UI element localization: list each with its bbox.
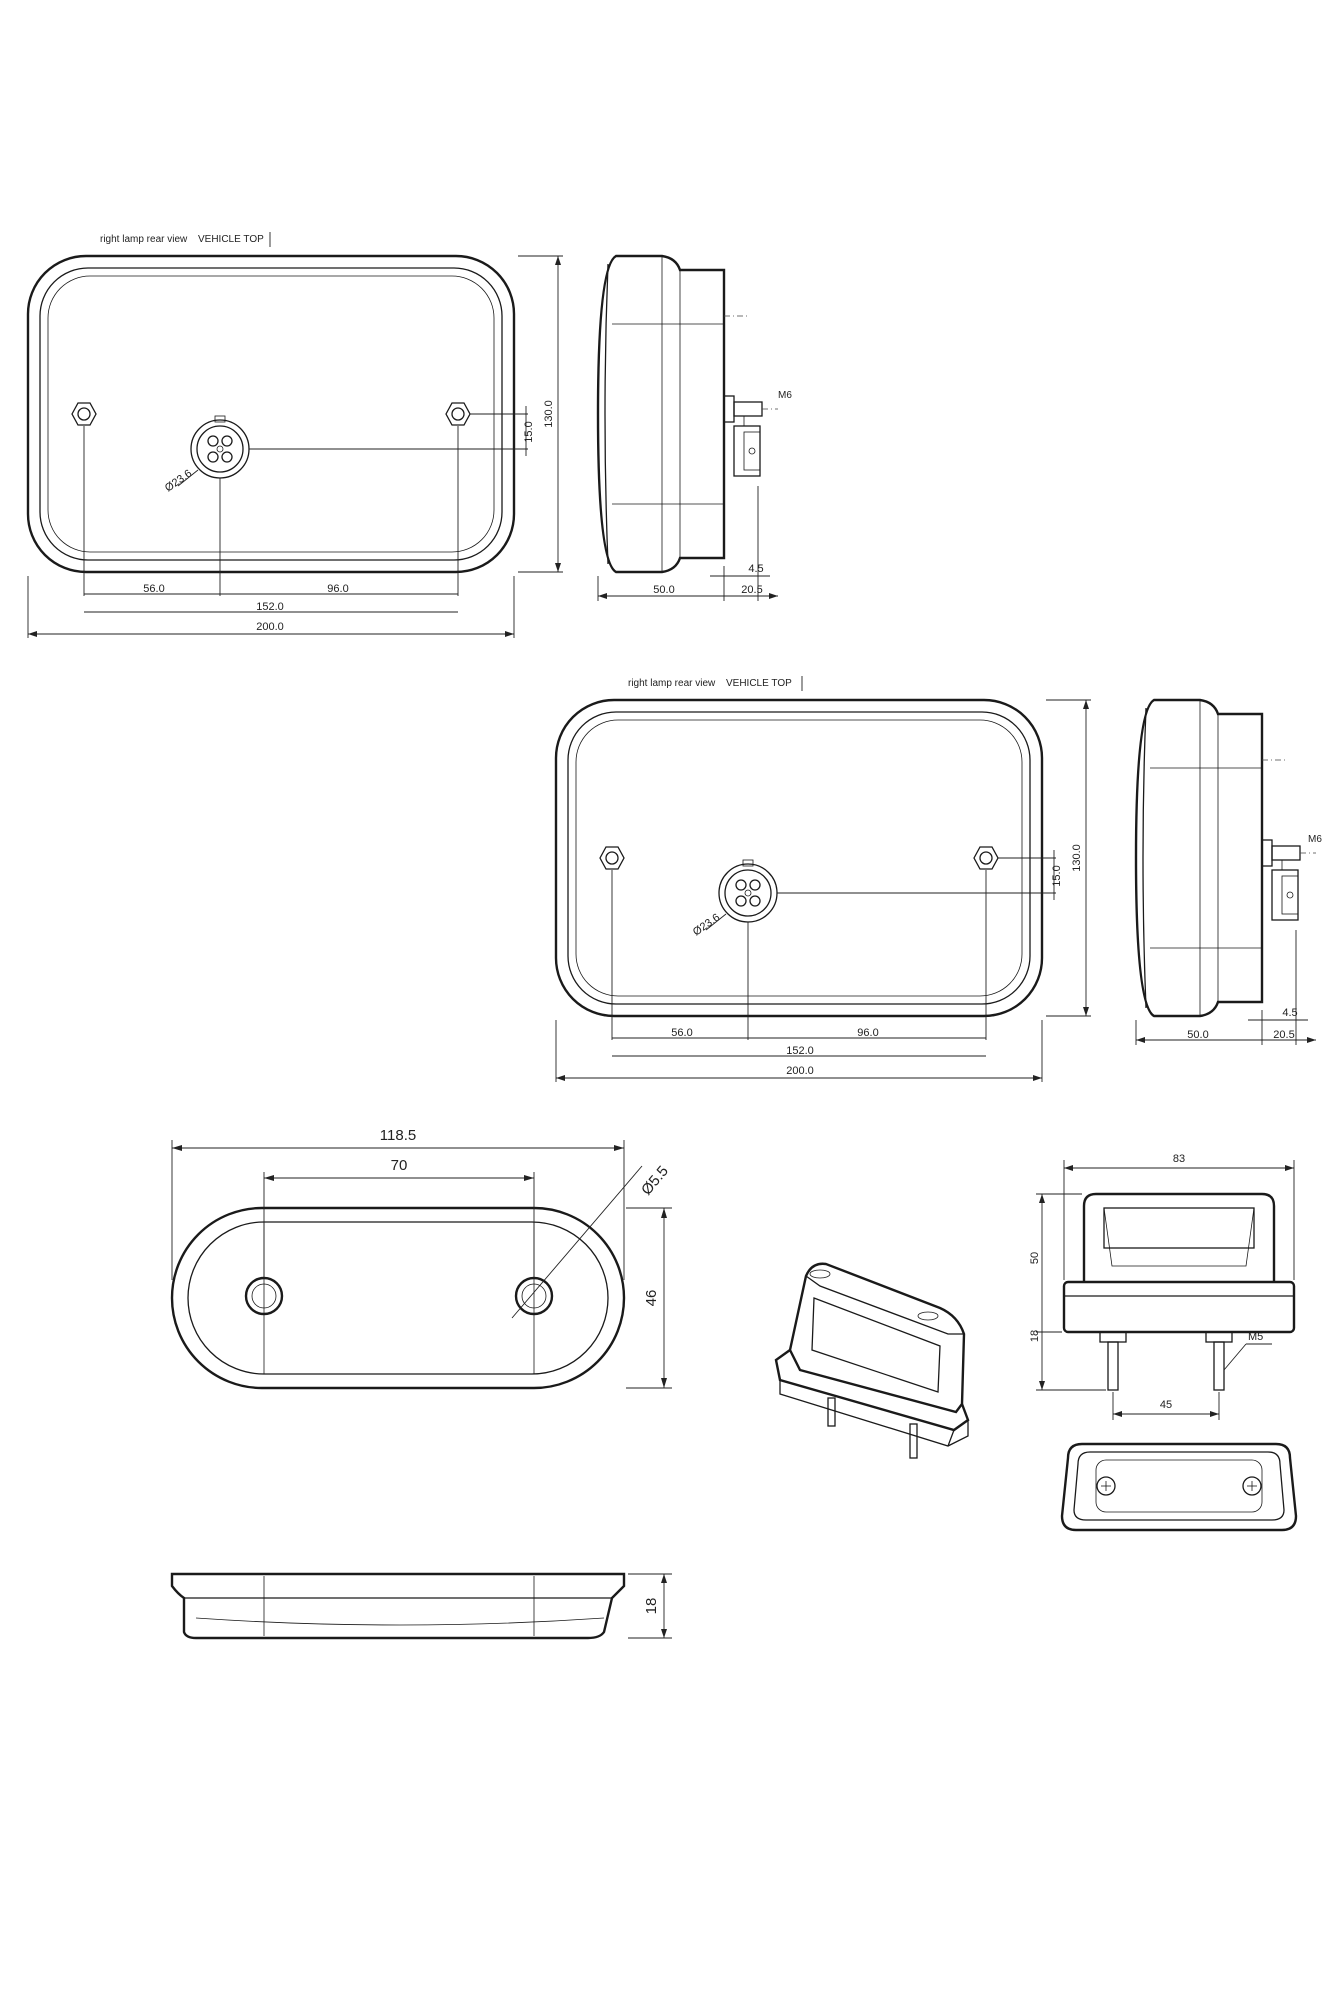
- plate-lamp-bottom-view: [1060, 1442, 1298, 1532]
- lamp-rect-middle: right lamp rear view VEHICLE TOP 56.0 96…: [554, 676, 1322, 1084]
- rear-view-label: right lamp rear view: [100, 234, 188, 245]
- oval-outer: [170, 1206, 626, 1390]
- dim-96-2: 96.0: [857, 1027, 878, 1039]
- dim-130-2: 130.0: [1071, 844, 1083, 872]
- dim-side-4: 4.5: [748, 563, 763, 575]
- lamp-rect-front-view: [26, 254, 565, 640]
- dim-130: 130.0: [543, 400, 555, 428]
- marker-oval: 118.5 70 Ø5.5 46 18: [170, 1127, 672, 1640]
- dim-plate-height: 50: [1029, 1252, 1041, 1264]
- dim-side-20-2: 20.5: [1273, 1029, 1294, 1041]
- thread-m6: M6: [778, 390, 792, 401]
- lamp-rect-side-view: [596, 254, 780, 603]
- dim-56-2: 56.0: [671, 1027, 692, 1039]
- rear-view-label-2: right lamp rear view: [628, 678, 716, 689]
- vehicle-top-label: VEHICLE TOP: [198, 234, 264, 245]
- dim-side-20: 20.5: [741, 584, 762, 596]
- dim-96: 96.0: [327, 583, 348, 595]
- dim-plate-studs: 45: [1160, 1399, 1172, 1411]
- dim-plate-base: 18: [1029, 1330, 1041, 1342]
- dim-200-2: 200.0: [786, 1065, 814, 1077]
- lamp-rect-side-view-2: [1134, 698, 1318, 1047]
- dim-56: 56.0: [143, 583, 164, 595]
- dim-oval-holes: 70: [391, 1157, 408, 1174]
- dim-side-50-2: 50.0: [1187, 1029, 1208, 1041]
- plate-lamp-ortho: 83 50 18 45 M5: [1029, 1153, 1298, 1532]
- oval-inner: [187, 1221, 609, 1375]
- dim-plate-width: 83: [1173, 1153, 1185, 1165]
- plate-lamp-iso: [774, 1262, 970, 1459]
- oval-side-view: [170, 1572, 626, 1640]
- dim-15: 15.0: [523, 421, 535, 442]
- dim-oval-height: 46: [643, 1290, 660, 1307]
- dim-15-2: 15.0: [1051, 865, 1063, 886]
- dim-side-4-2: 4.5: [1282, 1007, 1297, 1019]
- dim-side-50: 50.0: [653, 584, 674, 596]
- dim-dia-23: Ø23.6: [163, 467, 194, 494]
- dim-152: 152.0: [256, 601, 284, 613]
- dim-oval-depth: 18: [643, 1598, 660, 1615]
- vehicle-top-label-2: VEHICLE TOP: [726, 678, 792, 689]
- dim-oval-hole-dia: Ø5.5: [638, 1163, 672, 1199]
- thread-m6-2: M6: [1308, 834, 1322, 845]
- dim-oval-length: 118.5: [380, 1127, 416, 1144]
- dim-200: 200.0: [256, 621, 284, 633]
- thread-m5: M5: [1248, 1331, 1263, 1343]
- lamp-rect-top: right lamp rear view VEHICLE TOP 56.0 96…: [26, 232, 792, 640]
- lamp-rect-front-view-2: [554, 698, 1093, 1084]
- dim-dia-23-2: Ø23.6: [691, 911, 722, 938]
- dim-152-2: 152.0: [786, 1045, 814, 1057]
